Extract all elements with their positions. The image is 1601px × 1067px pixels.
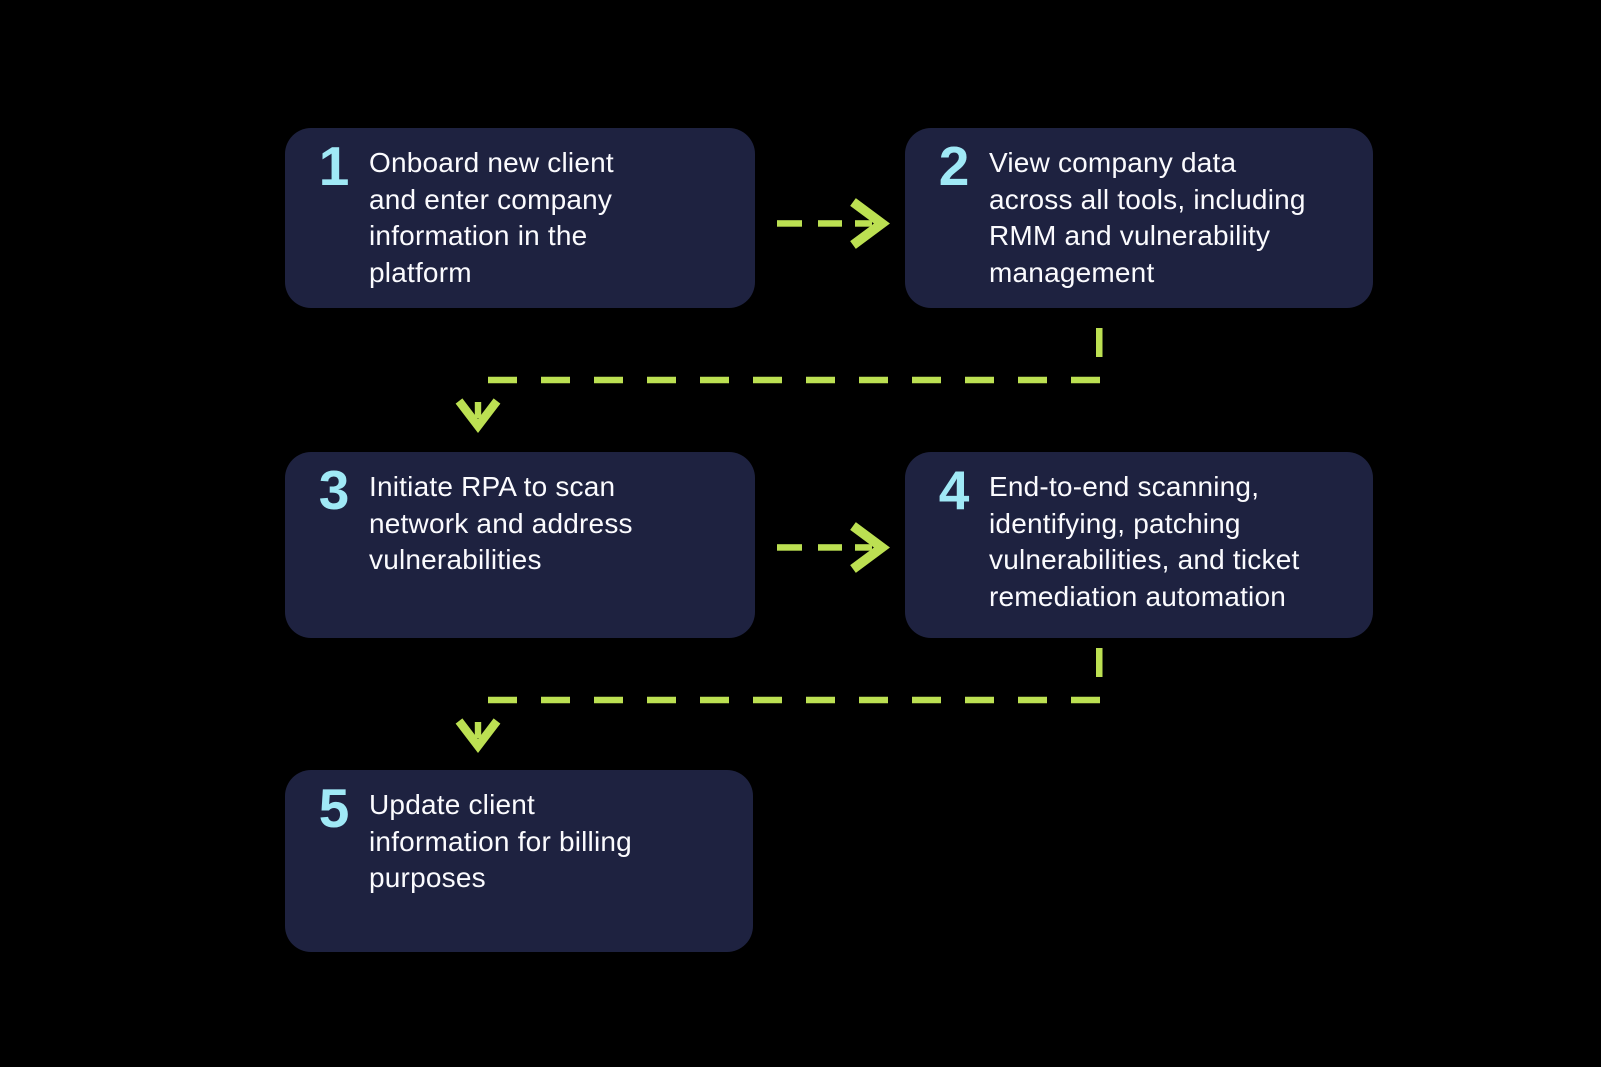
step-box-1: 1 Onboard new client and enter company i… [285, 128, 755, 308]
step-text-4: End-to-end scanning, identifying, patchi… [989, 471, 1300, 613]
step-number-4: 4 [938, 459, 970, 521]
arrow-down-icon [455, 398, 501, 434]
step-text-3: Initiate RPA to scan network and address… [369, 471, 633, 576]
step-number-1: 1 [318, 135, 350, 197]
arrow-right-icon-1-2 [777, 198, 890, 249]
connector-vertical-dash [1096, 328, 1103, 357]
step-box-3: 3 Initiate RPA to scan network and addre… [285, 452, 755, 638]
step-box-4: 4 End-to-end scanning, identifying, patc… [905, 452, 1373, 638]
step-text-2: View company data across all tools, incl… [989, 147, 1306, 289]
step-text-5: Update client information for billing pu… [369, 789, 632, 894]
step-text-1: Onboard new client and enter company inf… [369, 147, 614, 289]
arrow-down-icon [455, 718, 501, 754]
connector-vertical-dash [1096, 648, 1103, 677]
step-box-5: 5 Update client information for billing … [285, 770, 753, 952]
connector-elbow-4-5 [455, 648, 1103, 754]
step-number-2: 2 [938, 135, 970, 197]
step-number-5: 5 [318, 777, 350, 839]
step-box-2: 2 View company data across all tools, in… [905, 128, 1373, 308]
step-number-3: 3 [318, 459, 350, 521]
arrow-right-icon-3-4 [777, 522, 890, 573]
connector-elbow-2-3 [455, 328, 1103, 434]
